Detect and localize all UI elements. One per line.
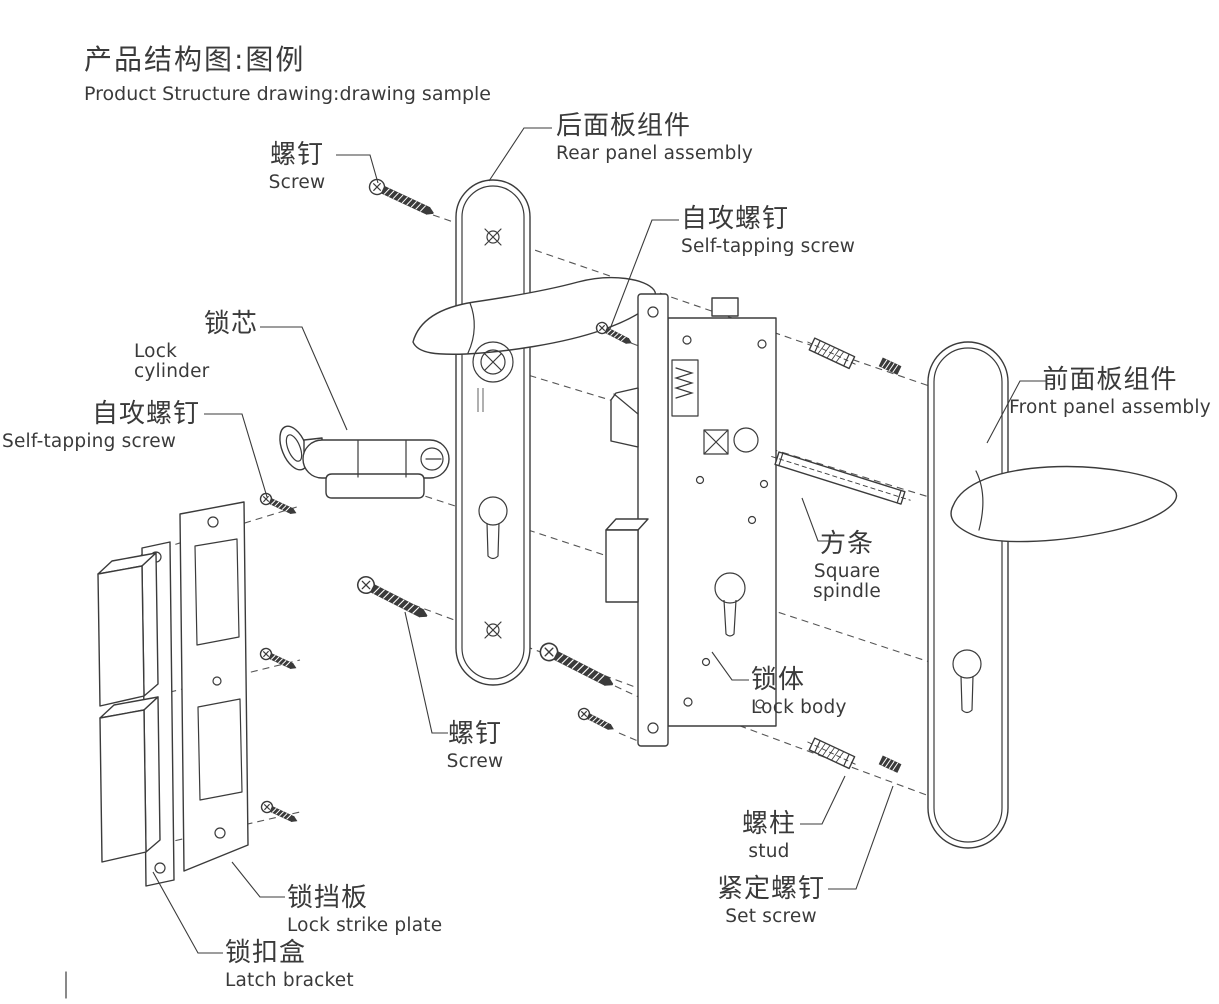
label-square-spindle-zh: 方条 — [819, 529, 874, 559]
label-square-spindle-en: Square spindle — [813, 560, 881, 602]
label-screw-top: 螺钉 Screw — [258, 141, 336, 193]
page-title-en: Product Structure drawing:drawing sample — [84, 83, 491, 105]
label-strike-plate: 锁挡板 Lock strike plate — [287, 884, 462, 936]
label-self-tapping-left-zh: 自攻螺钉 — [91, 399, 200, 429]
label-stud-en: stud — [748, 840, 790, 862]
label-screw-bottom: 螺钉 Screw — [435, 720, 515, 772]
label-front-panel-en: Front panel assembly — [1009, 396, 1211, 418]
rear-panel-details-drawing — [472, 228, 514, 639]
front-panel-keyhole-drawing — [952, 649, 982, 714]
front-handle-drawing — [950, 465, 1178, 543]
label-set-screw-zh: 紧定螺钉 — [716, 874, 825, 904]
stud-top-drawing — [804, 335, 860, 372]
label-stud-zh: 螺柱 — [741, 809, 796, 839]
label-rear-panel-en: Rear panel assembly — [556, 142, 754, 164]
label-set-screw: 紧定螺钉 Set screw — [714, 875, 828, 927]
label-self-tapping-top-zh: 自攻螺钉 — [681, 204, 790, 234]
label-screw-top-zh: 螺钉 — [269, 140, 324, 170]
label-strike-plate-zh: 锁挡板 — [287, 883, 369, 913]
label-latch-bracket: 锁扣盒 Latch bracket — [225, 939, 385, 991]
label-rear-panel: 后面板组件 Rear panel assembly — [556, 112, 786, 164]
label-self-tapping-left: 自攻螺钉 Self-tapping screw — [2, 400, 200, 452]
label-lock-body-en: Lock body — [751, 696, 847, 718]
latch-bracket-drawing — [97, 541, 175, 887]
label-square-spindle: 方条 Square spindle — [778, 530, 916, 602]
label-latch-bracket-en: Latch bracket — [225, 969, 354, 991]
label-front-panel-zh: 前面板组件 — [1042, 365, 1178, 395]
label-lock-cylinder-en: Lock cylinder — [134, 340, 210, 382]
label-set-screw-en: Set screw — [725, 905, 817, 927]
leader-lines — [152, 127, 1046, 954]
lock-body-drawing — [605, 293, 777, 747]
page-title: 产品结构图:图例 Product Structure drawing:drawi… — [84, 38, 491, 105]
label-self-tapping-top-en: Self-tapping screw — [681, 235, 856, 257]
label-screw-top-en: Screw — [268, 171, 326, 193]
label-self-tapping-top: 自攻螺钉 Self-tapping screw — [681, 205, 891, 257]
lock-cylinder-drawing — [279, 425, 450, 499]
label-lock-body: 锁体 Lock body — [751, 666, 871, 718]
rear-panel-drawing — [455, 179, 531, 686]
label-lock-cylinder-zh: 锁芯 — [203, 309, 258, 339]
label-lock-body-zh: 锁体 — [751, 665, 806, 695]
set-screw-bottom-drawing — [878, 755, 902, 774]
page-title-zh: 产品结构图:图例 — [84, 43, 306, 76]
label-screw-bottom-zh: 螺钉 — [447, 719, 502, 749]
square-spindle-drawing — [771, 451, 911, 505]
label-rear-panel-zh: 后面板组件 — [556, 111, 692, 141]
strike-plate-drawing — [179, 501, 249, 872]
self-tapping-screws-left-drawing — [257, 490, 300, 827]
label-strike-plate-en: Lock strike plate — [287, 914, 443, 936]
label-screw-bottom-en: Screw — [446, 750, 504, 772]
label-stud: 螺柱 stud — [738, 810, 800, 862]
label-latch-bracket-zh: 锁扣盒 — [225, 938, 307, 968]
label-front-panel: 前面板组件 Front panel assembly — [1006, 366, 1214, 418]
rear-handle-drawing — [412, 276, 657, 355]
label-lock-cylinder: 锁芯 Lock cylinder — [134, 310, 258, 382]
screw-top-drawing — [366, 176, 438, 221]
label-self-tapping-left-en: Self-tapping screw — [2, 430, 177, 452]
front-panel-drawing — [927, 341, 1009, 849]
